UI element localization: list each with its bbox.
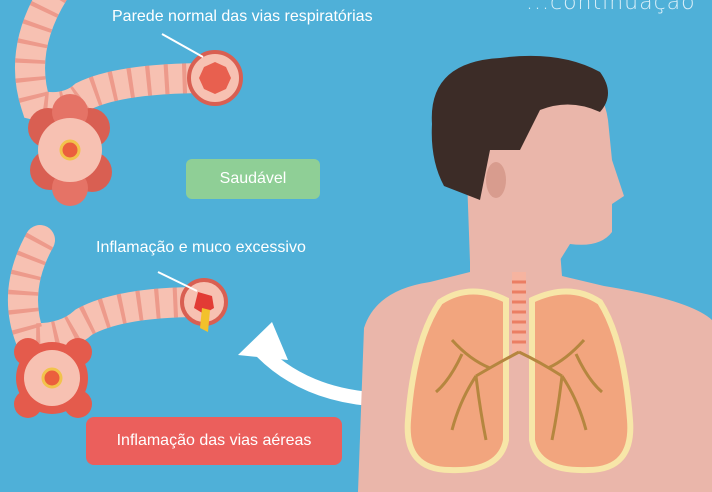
healthy-airway-label: Parede normal das vias respiratórias bbox=[112, 8, 373, 25]
inflammation-status-badge: Inflamação das vias aéreas bbox=[86, 417, 342, 465]
inflamed-airway-label: Inflamação e muco excessivo bbox=[96, 239, 306, 256]
healthy-alveoli bbox=[28, 94, 112, 206]
inflamed-airway-illustration bbox=[7, 225, 228, 418]
healthy-status-badge: Saudável bbox=[186, 159, 320, 199]
healthy-airway-cross-section bbox=[187, 50, 243, 106]
inflamed-alveoli bbox=[14, 338, 92, 418]
inflamed-airway-cross-section bbox=[180, 278, 228, 332]
lungs-illustration bbox=[404, 272, 634, 474]
continuation-heading: ...continuação bbox=[526, 0, 696, 15]
healthy-airway-illustration bbox=[15, 0, 243, 206]
